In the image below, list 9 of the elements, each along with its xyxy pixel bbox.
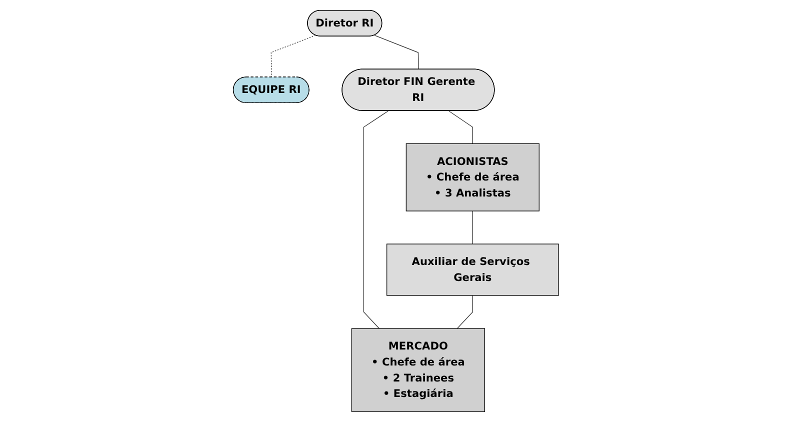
connector [456, 295, 473, 329]
connector [374, 34, 418, 70]
connector [363, 110, 388, 329]
connector [472, 210, 473, 244]
node-box: Auxiliar de Serviços Gerais [386, 244, 558, 296]
node-box: ACIONISTAS • Chefe de área • 3 Analistas [405, 143, 540, 212]
connector [448, 110, 473, 144]
connector [270, 34, 316, 78]
node-box: MERCADO • Chefe de área • 2 Trainees • Estagiária [351, 328, 485, 412]
